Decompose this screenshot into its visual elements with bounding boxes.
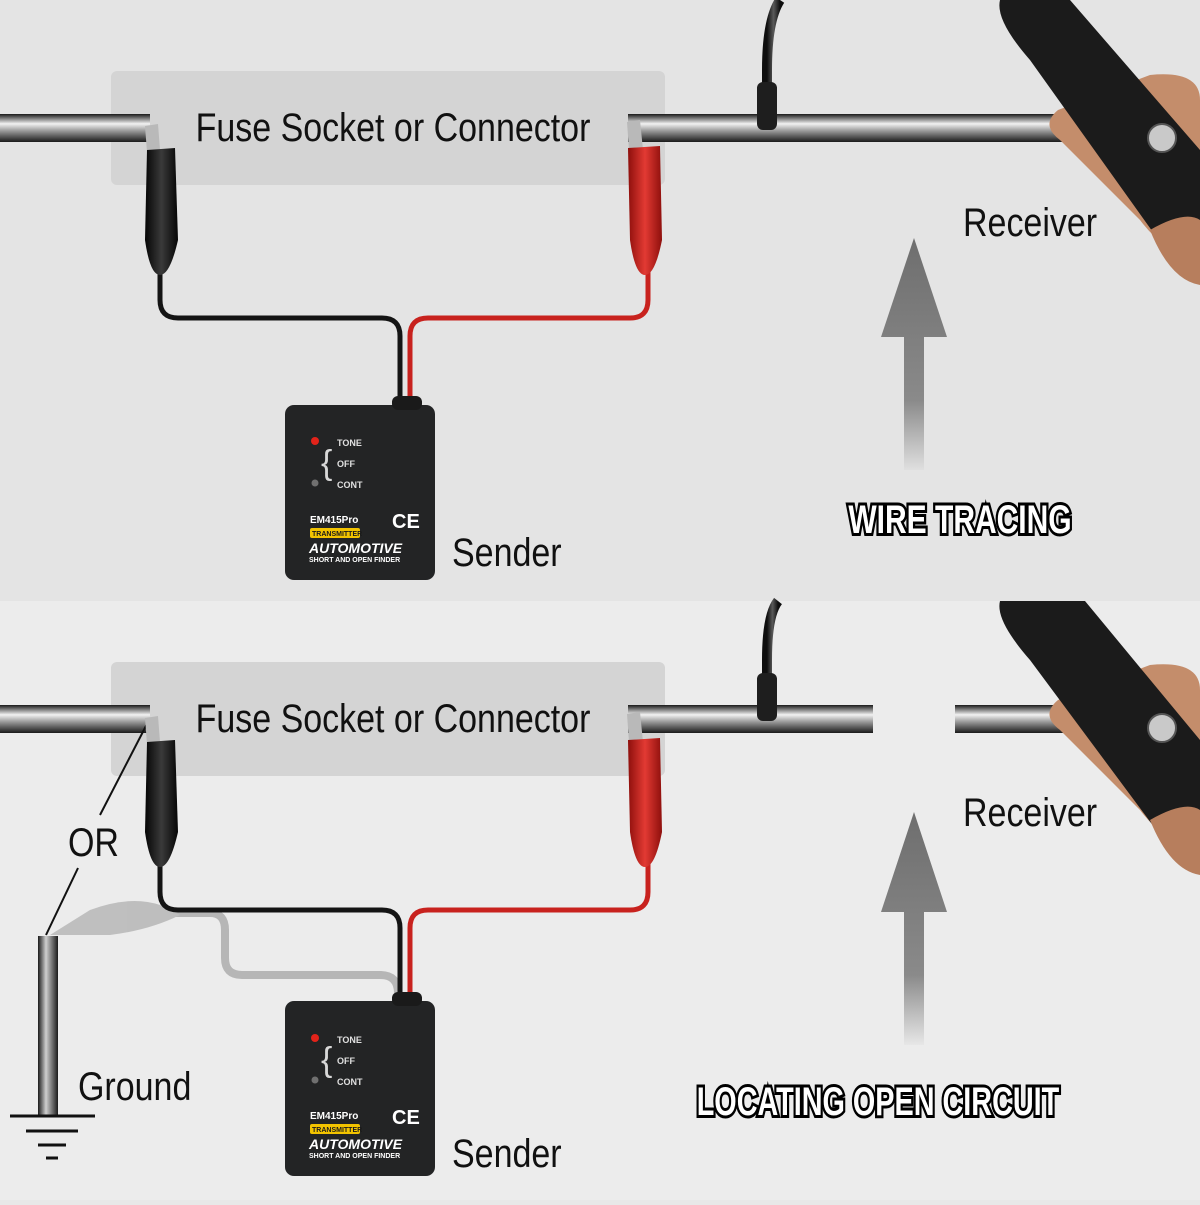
black-alligator-clip [145,716,178,867]
transmitter-badge: TRANSMITTER [312,1127,362,1134]
receiver-device [999,601,1200,875]
red-alligator-clip [627,712,662,867]
or-label: OR [68,819,119,864]
sender-label: Sender [452,1130,562,1175]
receiver-label: Receiver [963,199,1097,244]
red-lead [407,270,651,398]
switch-off-label: OFF [337,459,355,469]
transmitter-badge: TRANSMITTER [312,531,362,538]
brand-label: AUTOMOTIVE [308,540,403,556]
receiver-probe-tip [757,82,777,130]
connector-label-box [111,662,665,776]
black-alligator-clip [145,124,178,275]
svg-text:{: { [321,444,332,482]
black-lead [157,863,403,995]
red-lead [407,862,651,995]
up-arrow [881,238,947,470]
receiver-label: Receiver [963,789,1097,834]
receiver-probe-hose [762,597,783,708]
switch-cont-label: CONT [337,480,363,490]
panel-wire-tracing: { TONE OFF CONT EM415Pro CE TRANSMITTER … [0,0,1200,580]
sender-label: Sender [452,529,562,574]
receiver-device [999,0,1200,285]
receiver-probe-hose [762,0,785,118]
connector-label-box [111,71,665,185]
model-label: EM415Pro [310,1111,358,1122]
subtitle-label: SHORT AND OPEN FINDER [309,1153,400,1160]
wire-segment-middle [628,705,873,733]
up-arrow [881,812,947,1045]
red-alligator-clip [627,120,662,275]
ce-mark: CE [392,511,420,533]
wire-segment-left [0,705,150,733]
ground-label: Ground [78,1063,191,1108]
switch-off-label: OFF [337,1056,355,1066]
brand-label: AUTOMOTIVE [308,1136,403,1152]
black-lead [157,270,403,398]
ground-post [38,936,58,1116]
connector-label: Fuse Socket or Connector [196,695,591,740]
switch-cont-label: CONT [337,1077,363,1087]
transmitter-device: { TONE OFF CONT EM415Pro CE TRANSMITTER … [285,396,435,580]
subtitle-label: SHORT AND OPEN FINDER [309,557,400,564]
switch-tone-label: TONE [337,438,362,448]
model-label: EM415Pro [310,515,358,526]
svg-text:{: { [321,1041,332,1079]
ce-mark: CE [392,1107,420,1129]
receiver-probe-tip [757,673,777,721]
or-leader-line-lower [45,867,79,936]
or-leader-line-upper [99,721,149,816]
mode-title: WIRE TRACING [848,498,1071,542]
wire-segment-left [0,114,150,142]
ground-symbol [10,1114,95,1160]
panel-open-circuit: { TONE OFF CONT EM415Pro CE TRANSMITTER … [0,597,1200,1176]
mode-title: LOCATING OPEN CIRCUIT [697,1079,1060,1124]
transmitter-device: { TONE OFF CONT EM415Pro CE TRANSMITTER … [285,992,435,1176]
switch-tone-label: TONE [337,1035,362,1045]
connector-label: Fuse Socket or Connector [196,104,591,149]
ghost-ground-lead [50,901,402,994]
